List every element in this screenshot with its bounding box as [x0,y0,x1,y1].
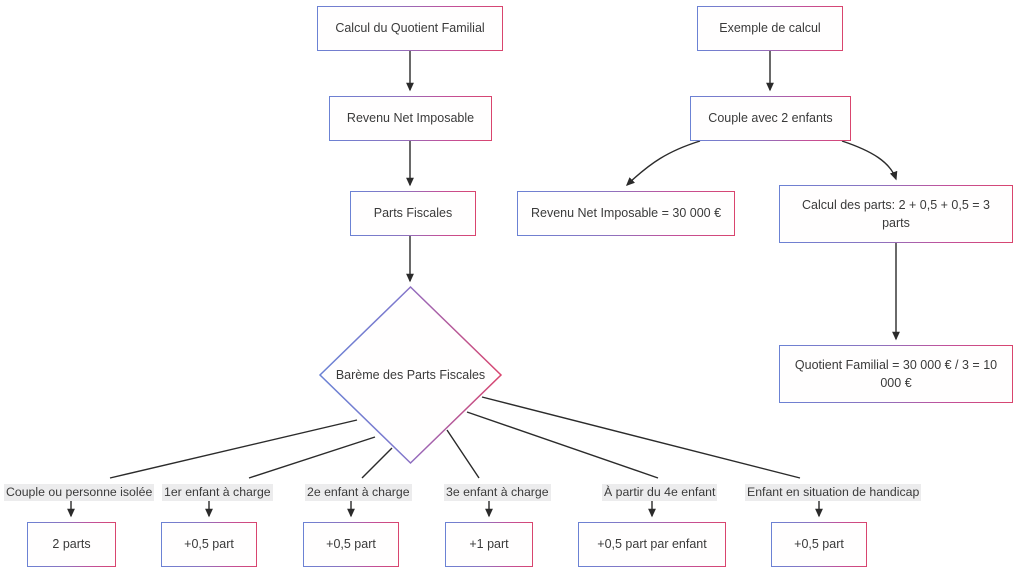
node-label: Quotient Familial = 30 000 € / 3 = 10 00… [794,357,998,390]
node-05-part-2e-enfant[interactable]: +0,5 part [303,522,399,567]
node-05-part-par-enfant[interactable]: +0,5 part par enfant [578,522,726,567]
node-label: Parts Fiscales [373,206,453,221]
node-revenu-net-imposable[interactable]: Revenu Net Imposable [329,96,492,141]
node-parts-fiscales[interactable]: Parts Fiscales [350,191,476,236]
node-label: Revenu Net Imposable [346,111,475,126]
edge-label-enfant-en-situation-de-handicap: Enfant en situation de handicap [745,484,922,501]
node-label: +0,5 part par enfant [597,537,707,552]
node-label: Exemple de calcul [719,21,821,36]
edge-bareme-to-handicap-label [481,396,801,479]
node-label: +0,5 part [184,537,234,552]
node-label: +0,5 part [794,537,844,552]
edge-couple-to-calcul-parts [841,140,898,181]
node-label: +1 part [469,537,509,552]
node-calcul-quotient-familial[interactable]: Calcul du Quotient Familial [317,6,503,51]
node-05-part-1er-enfant[interactable]: +0,5 part [161,522,257,567]
edge-label-3e-enfant-a-charge: 3e enfant à charge [444,484,551,501]
node-label: Calcul du Quotient Familial [335,21,485,36]
node-label: Barème des Parts Fiscales [335,368,486,382]
node-1-part-3e-enfant[interactable]: +1 part [445,522,533,567]
node-2-parts[interactable]: 2 parts [27,522,116,567]
node-05-part-handicap[interactable]: +0,5 part [771,522,867,567]
node-quotient-familial-resultat[interactable]: Quotient Familial = 30 000 € / 3 = 10 00… [779,345,1013,403]
node-label: +0,5 part [326,537,376,552]
edge-label-couple-ou-personne-isolee: Couple ou personne isolée [4,484,155,501]
diamond-shape [318,285,503,465]
node-label: Calcul des parts: 2 + 0,5 + 0,5 = 3 part… [802,197,990,230]
edge-label-1er-enfant-a-charge: 1er enfant à charge [162,484,273,501]
edge-label-2e-enfant-a-charge: 2e enfant à charge [305,484,412,501]
node-label: Couple avec 2 enfants [708,111,833,126]
node-exemple-de-calcul[interactable]: Exemple de calcul [697,6,843,51]
node-label: 2 parts [52,537,91,552]
node-revenu-net-imposable-30000[interactable]: Revenu Net Imposable = 30 000 € [517,191,735,236]
node-bareme-des-parts-fiscales[interactable]: Barème des Parts Fiscales [318,285,503,465]
node-couple-avec-2-enfants[interactable]: Couple avec 2 enfants [690,96,851,141]
edge-couple-to-revenu-30000 [625,140,701,186]
node-calcul-des-parts[interactable]: Calcul des parts: 2 + 0,5 + 0,5 = 3 part… [779,185,1013,243]
edge-label-a-partir-du-4e-enfant: À partir du 4e enfant [602,484,718,501]
node-label: Revenu Net Imposable = 30 000 € [530,206,722,221]
